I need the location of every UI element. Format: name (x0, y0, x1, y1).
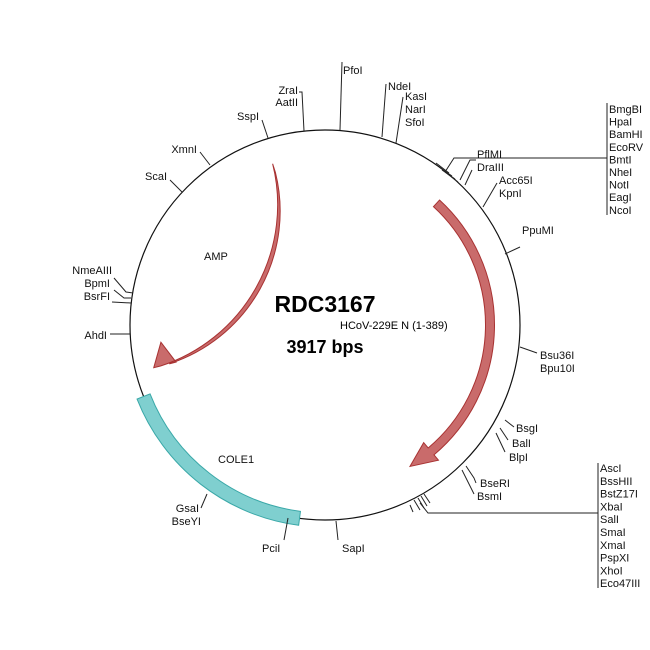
site-bseri: BseRI (480, 478, 510, 490)
site-draiii: DraIII (477, 162, 504, 174)
plasmid-name: RDC3167 (275, 291, 376, 317)
site-mcs-top-item: BmtI (609, 154, 632, 166)
site-pfoi: PfoI (343, 65, 363, 77)
site-ppumi: PpuMI (522, 225, 554, 237)
site-bsmi: BsmI (477, 491, 502, 503)
site-pflmi: PflMI (477, 149, 502, 161)
site-bali: BalI (512, 438, 531, 450)
site-nari: NarI (405, 104, 426, 116)
site-labels: PfoI NdeI KasI NarI SfoI ZraI AatII SspI… (72, 65, 575, 555)
insert-label: HCoV-229E N (1-389) (340, 320, 448, 332)
site-sspi: SspI (237, 111, 259, 123)
site-mcs-bottom-item: XhoI (600, 565, 623, 577)
site-aatii: AatII (275, 97, 298, 109)
site-bsgi: BsgI (516, 423, 538, 435)
site-sfoi: SfoI (405, 117, 425, 129)
cole1-feature-band (136, 393, 302, 526)
site-mcs-top-item: NotI (609, 180, 629, 192)
site-nmeaiii: NmeAIII (72, 265, 112, 277)
site-mcs-top-item: EagI (609, 192, 632, 204)
site-scai: ScaI (145, 171, 167, 183)
site-bsu36i: Bsu36I (540, 350, 574, 362)
site-pcii: PciI (262, 543, 280, 555)
site-bsrfi: BsrFI (84, 291, 110, 303)
site-mcs-top-item: NcoI (609, 205, 632, 217)
site-blpi: BlpI (509, 452, 528, 464)
site-mcs-bottom-item: XmaI (600, 540, 626, 552)
site-xmni: XmnI (171, 144, 197, 156)
amp-label: AMP (204, 251, 228, 263)
site-bpu10i: Bpu10I (540, 363, 575, 375)
site-kasi: KasI (405, 91, 427, 103)
site-mcs-bottom-item: SmaI (600, 527, 626, 539)
site-sapi: SapI (342, 543, 365, 555)
site-bseyi: BseYI (172, 516, 201, 528)
site-mcs-bottom-item: XbaI (600, 501, 623, 513)
site-mcs-top-item: HpaI (609, 117, 632, 129)
mcs-bottom-list: AscIBssHIIBstZ17IXbaISalISmaIXmaIPspXIXh… (600, 463, 640, 590)
amp-feature-arrow (153, 163, 281, 369)
insert-feature-arrow (408, 199, 495, 468)
site-mcs-bottom-item: Eco47III (600, 578, 640, 590)
cole1-label: COLE1 (218, 454, 254, 466)
site-bpmi: BpmI (84, 278, 110, 290)
site-mcs-top-item: NheI (609, 167, 632, 179)
site-lines (110, 61, 608, 588)
backbone-circle (129, 129, 521, 521)
site-mcs-bottom-item: BssHII (600, 476, 632, 488)
site-mcs-top-item: BamHI (609, 129, 643, 141)
site-kpni: KpnI (499, 188, 522, 200)
site-acc65i: Acc65I (499, 175, 533, 187)
site-ahdi: AhdI (84, 330, 107, 342)
site-mcs-bottom-item: PspXI (600, 553, 629, 565)
site-mcs-bottom-item: BstZ17I (600, 489, 638, 501)
site-mcs-top-item: EcoRV (609, 142, 644, 154)
site-zrai: ZraI (278, 85, 298, 97)
site-ndei: NdeI (388, 81, 411, 93)
site-mcs-top-item: BmgBI (609, 104, 642, 116)
plasmid-size: 3917 bps (286, 337, 363, 357)
site-gsai: GsaI (176, 503, 199, 515)
site-mcs-bottom-item: AscI (600, 463, 621, 475)
site-mcs-bottom-item: SalI (600, 514, 619, 526)
